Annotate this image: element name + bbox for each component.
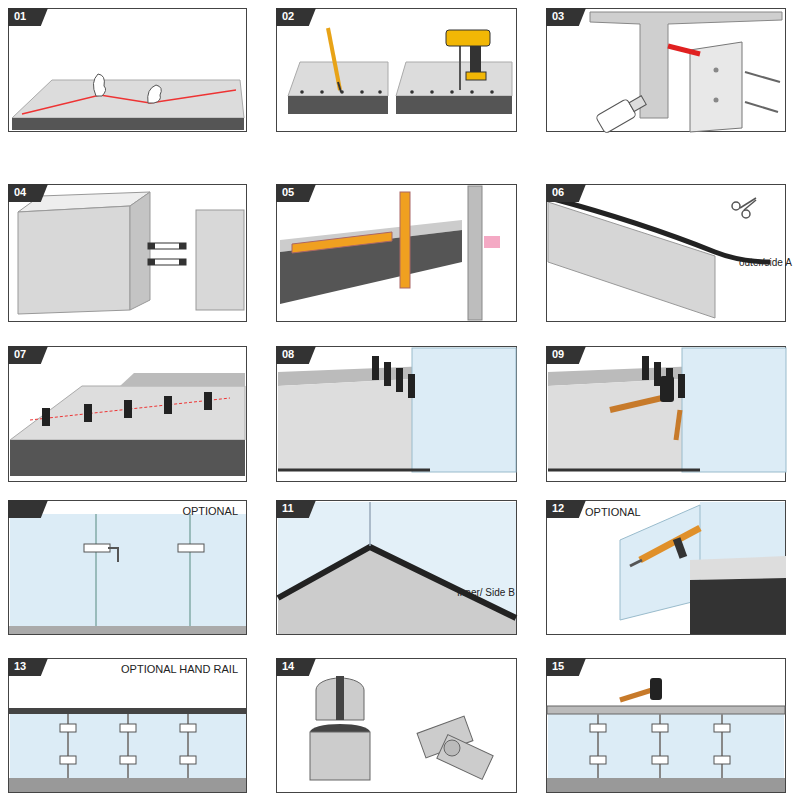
step-number: 12 <box>552 502 564 514</box>
step-tab: 13 <box>8 658 48 676</box>
step-number: 11 <box>282 502 294 514</box>
step-note: OPTIONAL HAND RAIL <box>121 663 238 675</box>
step-tab: 06 <box>546 184 586 202</box>
step-number: 07 <box>14 348 26 360</box>
step-number: 05 <box>282 186 294 198</box>
step-tab: 12 <box>546 500 586 518</box>
step-number: 06 <box>552 186 564 198</box>
step-tab: 15 <box>546 658 586 676</box>
step-tab: 08 <box>276 346 316 364</box>
step-number: 03 <box>552 10 564 22</box>
step-number: 14 <box>282 660 294 672</box>
step-number: 04 <box>14 186 26 198</box>
step-tab: 07 <box>8 346 48 364</box>
step-number: 13 <box>14 660 26 672</box>
step-note: OPTIONAL <box>585 506 641 518</box>
step-tab: 14 <box>276 658 316 676</box>
step-tab: 02 <box>276 8 316 26</box>
step-tab: 01 <box>8 8 48 26</box>
step-number: 02 <box>282 10 294 22</box>
step-number: 01 <box>14 10 26 22</box>
step-tab: 03 <box>546 8 586 26</box>
step-tab: 05 <box>276 184 316 202</box>
step-note: outer/side A <box>739 257 792 268</box>
step-tab: 09 <box>546 346 586 364</box>
step-note: Inner/ Side B <box>457 587 515 598</box>
step-number: 09 <box>552 348 564 360</box>
step-number: 08 <box>282 348 294 360</box>
step-number: 15 <box>552 660 564 672</box>
step-note: OPTIONAL <box>182 505 238 517</box>
